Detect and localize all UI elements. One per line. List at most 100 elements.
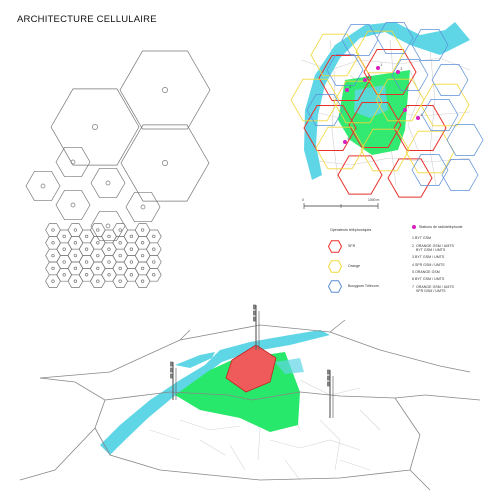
bouygues-coverage-cell	[341, 24, 379, 56]
map-station-number: 6	[368, 75, 370, 79]
operators-legend: Opérateurs téléphoniques SFR Orange Bouy…	[328, 228, 408, 293]
map-station-dot	[376, 66, 380, 70]
station-item: 7 ORANGE GSM / UMTS SFR GSM / UMTS	[412, 284, 454, 293]
micro-cell	[89, 274, 106, 288]
cell-antenna-marker	[62, 247, 66, 251]
cell-antenna-marker	[129, 247, 134, 251]
legend-label-bouygues: Bouygues Télécom	[348, 284, 379, 289]
station-item: 2 ORANGE GSM / UMTS BYT GSM / UMTS	[412, 243, 454, 252]
cell-antenna-marker	[118, 279, 122, 283]
micro-cell	[67, 274, 84, 288]
cell-antenna-marker	[107, 260, 111, 264]
map-station-number: 3	[401, 67, 403, 71]
scale-end: 1000 m	[368, 198, 379, 202]
cell-antenna-marker	[73, 241, 78, 245]
cell-antenna-marker	[162, 87, 168, 93]
micro-cell	[112, 274, 129, 288]
station-item: 5 ORANGE GSM	[412, 269, 440, 274]
sfr-coverage-cell	[337, 155, 383, 195]
cell-antenna-marker	[152, 247, 156, 251]
cell-antenna-marker	[51, 241, 55, 245]
cell-antenna-marker	[129, 234, 134, 239]
medium-cell	[55, 189, 91, 221]
cell-antenna-marker	[107, 273, 111, 277]
cell-antenna-marker	[107, 234, 111, 239]
cell-antenna-marker	[140, 228, 145, 232]
blue-hexagon-icon	[328, 280, 342, 293]
map-station-dot	[396, 70, 400, 74]
cell-antenna-marker	[118, 253, 122, 258]
sfr-coverage-cell	[393, 105, 447, 151]
cell-antenna-marker	[96, 279, 100, 283]
bouygues-coverage-cell	[411, 154, 449, 186]
micro-cell	[134, 274, 151, 288]
operators-legend-title: Opérateurs téléphoniques	[330, 228, 372, 232]
orange-coverage-cell	[420, 83, 470, 127]
sfr-coverage-cell	[348, 102, 402, 148]
antenna-mast	[253, 304, 260, 350]
station-item: 4 SFR GSM / UMTS	[412, 262, 445, 267]
antenna-mast	[327, 369, 334, 418]
orange-coverage-cell	[290, 78, 340, 122]
orange-coverage-cell	[375, 78, 425, 122]
cell-antenna-marker	[73, 279, 78, 283]
cell-antenna-marker	[152, 260, 156, 264]
cell-antenna-marker	[96, 228, 100, 232]
cell-antenna-marker	[105, 180, 111, 186]
cell-antenna-marker	[62, 260, 66, 264]
station-item: 3 BYT GSM / UMTS	[412, 255, 445, 260]
station-dot-icon	[412, 225, 416, 230]
cell-antenna-marker	[105, 223, 111, 229]
station-item: 6 BYT GSM / UMTS	[412, 277, 445, 282]
cell-antenna-marker	[73, 253, 78, 258]
cell-antenna-marker	[62, 234, 66, 239]
cell-antenna-marker	[40, 183, 46, 189]
cell-antenna-marker	[152, 234, 156, 239]
cell-antenna-marker	[129, 260, 134, 264]
stations-legend-title: Stations de radiotéléphonie	[419, 225, 463, 229]
map-station-number: 7	[408, 105, 410, 109]
antenna-mast	[170, 361, 177, 400]
medium-cell	[55, 146, 91, 178]
cell-antenna-marker	[118, 228, 122, 232]
cell-antenna-marker	[51, 228, 55, 232]
cell-antenna-marker	[96, 266, 100, 271]
station-item: 1 BYT GSM	[412, 236, 432, 241]
cell-antenna-marker	[51, 266, 55, 271]
cell-antenna-marker	[140, 204, 146, 210]
cell-antenna-marker	[96, 253, 100, 258]
bouygues-coverage-cell	[306, 94, 344, 126]
cell-antenna-marker	[140, 241, 145, 245]
cell-antenna-marker	[51, 253, 55, 258]
cell-antenna-marker	[70, 159, 76, 165]
legend-label-orange: Orange	[348, 264, 360, 269]
cell-antenna-marker	[84, 247, 89, 251]
map-station-dot	[403, 108, 407, 112]
cell-antenna-marker	[62, 273, 66, 277]
bouygues-coverage-cell	[326, 54, 364, 86]
legend-item-bouygues: Bouygues Télécom	[328, 279, 408, 293]
bouygues-coverage-cell	[411, 29, 449, 61]
perspective-cell-boundaries	[19, 319, 481, 491]
cell-antenna-marker	[140, 266, 145, 271]
cell-antenna-marker	[73, 266, 78, 271]
cell-antenna-marker	[107, 247, 111, 251]
bouygues-coverage-cell	[446, 124, 484, 156]
sfr-coverage-cell	[303, 105, 357, 151]
macro-cell	[119, 50, 211, 130]
medium-cell	[25, 170, 61, 202]
legend-item-orange: Orange	[328, 259, 408, 273]
cell-antenna-marker	[140, 279, 145, 283]
sfr-coverage-cell	[387, 158, 433, 198]
cell-antenna-marker	[118, 241, 122, 245]
bouygues-coverage-cell	[441, 159, 479, 191]
orange-coverage-cell	[315, 126, 365, 170]
cell-antenna-marker	[51, 279, 55, 283]
diagram-title: ARCHITECTURE CELLULAIRE	[17, 14, 157, 25]
macro-cell	[50, 88, 140, 166]
cell-antenna-marker	[129, 273, 134, 277]
cell-antenna-marker	[92, 124, 98, 130]
cell-antenna-marker	[152, 273, 156, 277]
cell-antenna-marker	[96, 241, 100, 245]
